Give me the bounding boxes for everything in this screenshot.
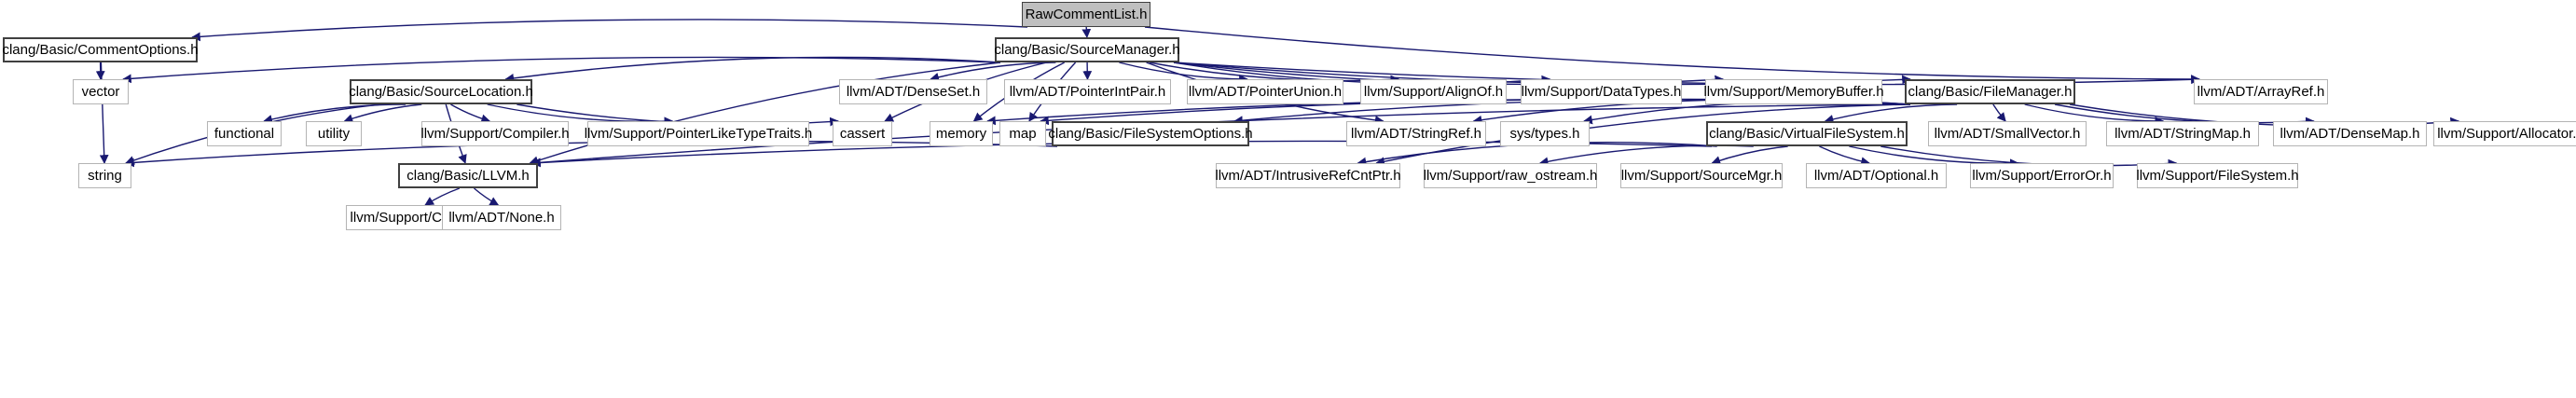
graph-edge-virtualfilesystem-to-optional — [1819, 145, 1871, 166]
graph-edge-virtualfilesystem-to-errooror — [1849, 145, 2019, 169]
graph-node-label: llvm/Support/FileSystem.h — [2136, 168, 2299, 184]
graph-edge-sourcemanager-to-denseset — [930, 62, 1056, 82]
graph-edge-commentoptions-to-string — [99, 62, 109, 164]
graph-node-label: llvm/Support/SourceMgr.h — [1620, 168, 1783, 184]
graph-edge-sourcemanager-to-vector — [122, 56, 1001, 84]
graph-node-label: clang/Basic/LLVM.h — [406, 168, 530, 184]
graph-node-commentoptions[interactable]: clang/Basic/CommentOptions.h — [2, 37, 199, 62]
graph-node-pointerunion[interactable]: llvm/ADT/PointerUnion.h — [1187, 79, 1343, 104]
graph-node-sourcemgr[interactable]: llvm/Support/SourceMgr.h — [1620, 163, 1783, 188]
graph-edge-sourcelocation-to-functional — [263, 103, 406, 124]
graph-edge-rawcommentlist-to-arrayref — [1144, 26, 2200, 84]
graph-node-label: string — [88, 168, 122, 184]
graph-node-rawostream[interactable]: llvm/Support/raw_ostream.h — [1424, 163, 1597, 188]
graph-node-label: llvm/ADT/StringMap.h — [2115, 126, 2251, 142]
graph-node-none[interactable]: llvm/ADT/None.h — [442, 205, 561, 230]
graph-node-stringref[interactable]: llvm/ADT/StringRef.h — [1346, 121, 1486, 146]
graph-node-label: utility — [317, 126, 351, 142]
graph-node-label: llvm/Support/ErrorOr.h — [1972, 168, 2112, 184]
graph-node-virtualfilesystem[interactable]: clang/Basic/VirtualFileSystem.h — [1706, 121, 1908, 146]
graph-node-compiler[interactable]: llvm/Support/Compiler.h — [420, 121, 570, 146]
graph-node-label: vector — [81, 84, 120, 100]
graph-node-label: memory — [935, 126, 987, 142]
graph-node-memory[interactable]: memory — [930, 121, 993, 146]
graph-node-filemanager[interactable]: clang/Basic/FileManager.h — [1905, 79, 2075, 104]
graph-edge-filemanager-to-smallvector — [1992, 103, 2006, 122]
graph-node-label: sys/types.h — [1509, 126, 1580, 142]
graph-node-label: llvm/ADT/DenseSet.h — [846, 84, 981, 100]
graph-node-sourcemanager[interactable]: clang/Basic/SourceManager.h — [994, 37, 1180, 62]
graph-node-label: llvm/ADT/PointerIntPair.h — [1009, 84, 1166, 100]
graph-edge-llvmh-to-none — [474, 187, 500, 206]
graph-edge-filemanager-to-stringmap — [2024, 103, 2165, 126]
graph-edge-filemanager-to-virtualfilesystem — [1824, 103, 1958, 124]
graph-edge-rawcommentlist-to-commentoptions — [191, 19, 1028, 42]
graph-node-label: llvm/Support/AlignOf.h — [1363, 84, 1504, 100]
graph-node-arrayref[interactable]: llvm/ADT/ArrayRef.h — [2194, 79, 2328, 104]
graph-node-filesystemoptions[interactable]: clang/Basic/FileSystemOptions.h — [1048, 121, 1253, 146]
graph-node-label: llvm/ADT/DenseMap.h — [2280, 126, 2420, 142]
graph-node-denseset[interactable]: llvm/ADT/DenseSet.h — [839, 79, 987, 104]
graph-node-label: llvm/ADT/SmallVector.h — [1934, 126, 2081, 142]
graph-node-label: llvm/ADT/None.h — [448, 210, 555, 226]
graph-edge-filemanager-to-densemap — [2054, 103, 2315, 127]
graph-node-label: clang/Basic/SourceLocation.h — [349, 84, 533, 100]
graph-node-optional[interactable]: llvm/ADT/Optional.h — [1806, 163, 1947, 188]
graph-node-label: cassert — [839, 126, 886, 142]
graph-edge-virtualfilesystem-to-sourcemgr — [1711, 145, 1788, 165]
graph-node-label: llvm/Support/Compiler.h — [420, 126, 570, 142]
graph-node-label: llvm/ADT/StringRef.h — [1350, 126, 1482, 142]
graph-node-pointerliketraits[interactable]: llvm/Support/PointerLikeTypeTraits.h — [585, 121, 812, 146]
graph-node-label: clang/Basic/CommentOptions.h — [2, 42, 199, 58]
graph-node-stringmap[interactable]: llvm/ADT/StringMap.h — [2106, 121, 2259, 146]
graph-node-string[interactable]: string — [78, 163, 131, 188]
graph-node-label: llvm/Support/raw_ostream.h — [1423, 168, 1598, 184]
graph-node-label: llvm/Support/Allocator.h — [2437, 126, 2576, 142]
graph-node-label: llvm/ADT/Optional.h — [1813, 168, 1939, 184]
graph-node-allocator[interactable]: llvm/Support/Allocator.h — [2433, 121, 2576, 146]
graph-node-label: llvm/Support/PointerLikeTypeTraits.h — [584, 126, 813, 142]
graph-node-label: llvm/ADT/PointerUnion.h — [1188, 84, 1343, 100]
graph-edge-virtualfilesystem-to-rawostream — [1538, 144, 1754, 167]
graph-node-label: llvm/ADT/IntrusiveRefCntPtr.h — [1215, 168, 1401, 184]
graph-edge-sourcelocation-to-compiler — [450, 103, 491, 124]
graph-node-smallvector[interactable]: llvm/ADT/SmallVector.h — [1928, 121, 2087, 146]
graph-node-label: functional — [214, 126, 275, 142]
graph-node-functional[interactable]: functional — [207, 121, 282, 146]
graph-edge-llvmh-to-casting — [424, 187, 461, 206]
graph-node-llvmh[interactable]: clang/Basic/LLVM.h — [398, 163, 538, 188]
graph-edge-rawcommentlist-to-sourcemanager — [1081, 26, 1092, 38]
graph-node-vector[interactable]: vector — [73, 79, 129, 104]
graph-node-label: llvm/Support/DataTypes.h — [1521, 84, 1682, 100]
graph-edge-sourcemanager-to-pointerunion — [1119, 62, 1248, 84]
graph-node-sourcelocation[interactable]: clang/Basic/SourceLocation.h — [349, 79, 533, 104]
graph-edge-sourcemanager-to-llvmh — [529, 62, 1001, 165]
graph-node-pointerintpair[interactable]: llvm/ADT/PointerIntPair.h — [1004, 79, 1171, 104]
graph-node-label: llvm/ADT/ArrayRef.h — [2197, 84, 2325, 100]
graph-node-label: map — [1009, 126, 1037, 142]
graph-edge-sourcemanager-to-sourcelocation — [504, 56, 1001, 83]
graph-node-densemap[interactable]: llvm/ADT/DenseMap.h — [2273, 121, 2427, 146]
graph-node-label: clang/Basic/SourceManager.h — [994, 42, 1180, 58]
graph-node-label: RawCommentList.h — [1025, 7, 1148, 22]
graph-edge-sourcelocation-to-pointerliketraits — [487, 103, 674, 127]
graph-node-filesystem[interactable]: llvm/Support/FileSystem.h — [2136, 163, 2299, 188]
graph-node-map[interactable]: map — [999, 121, 1046, 146]
graph-node-systypes[interactable]: sys/types.h — [1500, 121, 1590, 146]
graph-node-alignof[interactable]: llvm/Support/AlignOf.h — [1360, 79, 1507, 104]
graph-node-rawcommentlist[interactable]: RawCommentList.h — [1022, 2, 1150, 27]
graph-edge-sourcemanager-to-alignof — [1149, 62, 1400, 85]
graph-node-label: llvm/Support/MemoryBuffer.h — [1703, 84, 1884, 100]
graph-node-label: clang/Basic/VirtualFileSystem.h — [1709, 126, 1905, 142]
graph-node-errooror[interactable]: llvm/Support/ErrorOr.h — [1970, 163, 2114, 188]
graph-node-intrusiverefcntptr[interactable]: llvm/ADT/IntrusiveRefCntPtr.h — [1215, 163, 1401, 188]
graph-edge-sourcelocation-to-utility — [343, 103, 422, 123]
graph-node-datatypes[interactable]: llvm/Support/DataTypes.h — [1521, 79, 1682, 104]
graph-node-label: clang/Basic/FileSystemOptions.h — [1048, 126, 1253, 142]
graph-node-label: clang/Basic/FileManager.h — [1908, 84, 2073, 100]
graph-node-utility[interactable]: utility — [306, 121, 362, 146]
graph-node-memorybuffer[interactable]: llvm/Support/MemoryBuffer.h — [1703, 79, 1884, 104]
graph-node-cassert[interactable]: cassert — [833, 121, 892, 146]
